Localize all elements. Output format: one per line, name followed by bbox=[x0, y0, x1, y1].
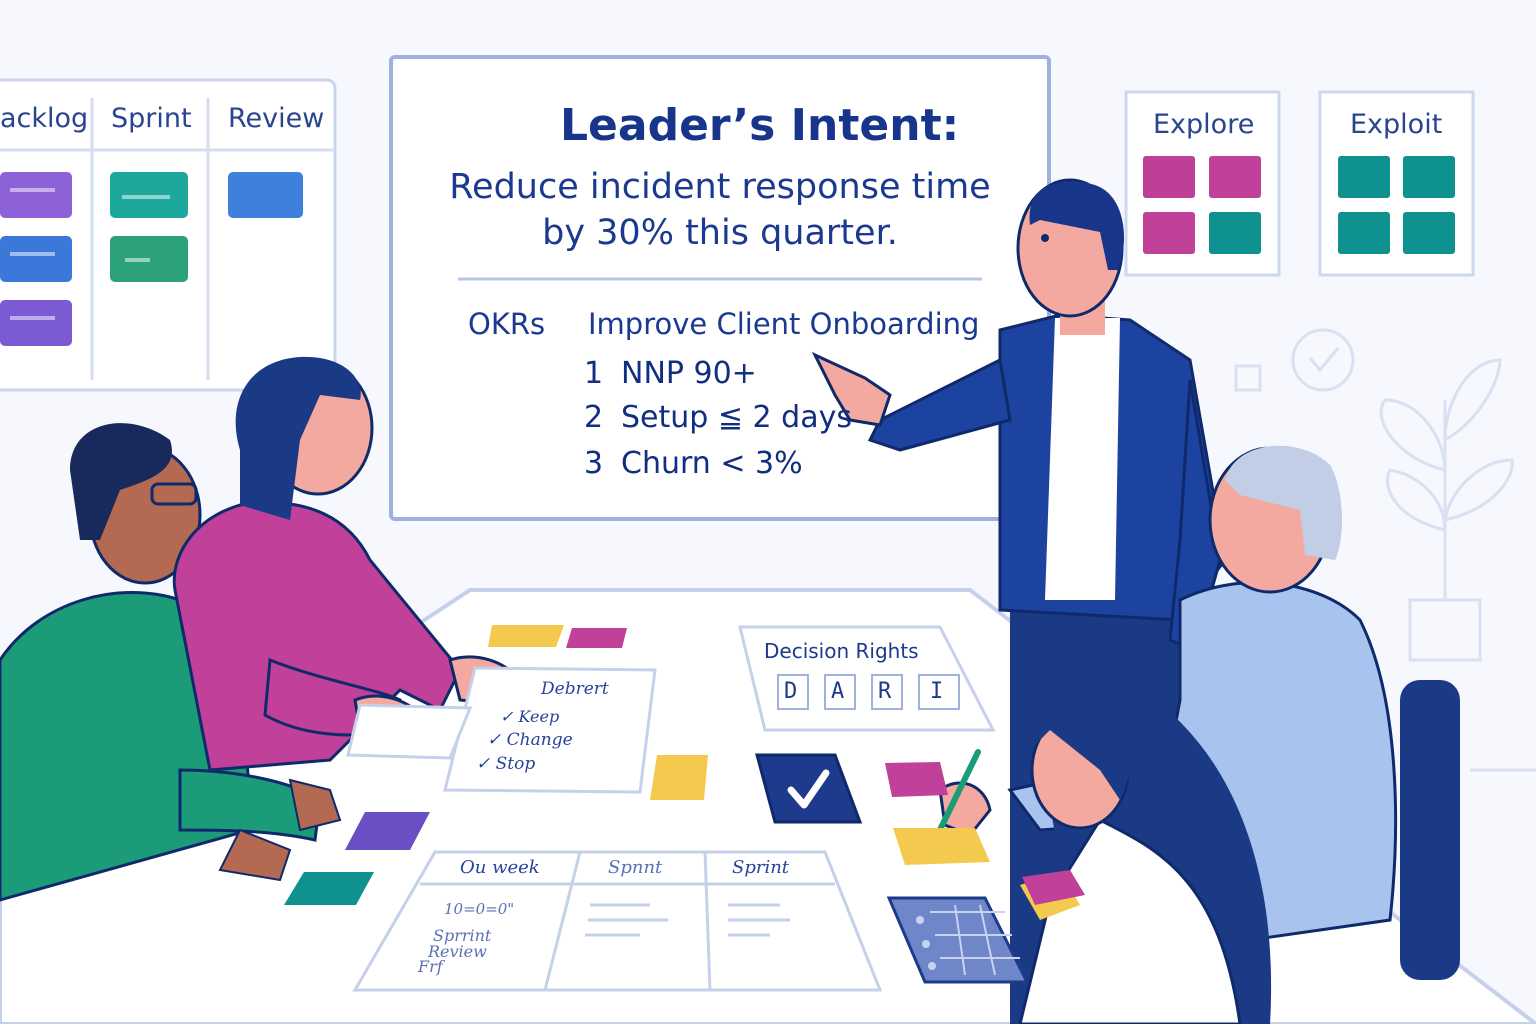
kanban-column-review: Review bbox=[228, 103, 325, 134]
check-icon: ✓ bbox=[500, 707, 519, 726]
sprint-sheet-note: Frf bbox=[418, 957, 443, 976]
debrief-item-change: ✓ Change bbox=[487, 730, 573, 750]
kanban-card bbox=[0, 236, 72, 282]
kanban-column-backlog: acklog bbox=[0, 103, 89, 134]
key-result-number: 2 bbox=[584, 400, 604, 435]
background-decor bbox=[1234, 328, 1536, 772]
decision-letter: I bbox=[930, 679, 944, 704]
exploit-board bbox=[1318, 90, 1475, 277]
decision-letter: A bbox=[831, 679, 845, 704]
checkbox-tile bbox=[755, 753, 863, 824]
key-result-number: 1 bbox=[584, 356, 604, 391]
sprint-sheet-header: Ou week bbox=[460, 857, 540, 878]
key-result-text: Setup ≦ 2 days bbox=[621, 400, 852, 435]
sprint-sheet-header: Sprint bbox=[732, 857, 790, 878]
debrief-item-keep: ✓ Keep bbox=[500, 707, 559, 726]
check-icon: ✓ bbox=[487, 730, 507, 750]
kanban-board bbox=[0, 78, 337, 392]
debrief-item-label: Keep bbox=[518, 707, 560, 726]
check-icon: ✓ bbox=[476, 754, 496, 774]
exploit-label: Exploit bbox=[1350, 109, 1443, 140]
seated-woman-writing bbox=[932, 668, 1272, 1024]
key-result-text: NNP 90+ bbox=[621, 356, 757, 391]
small-note-sheet bbox=[346, 703, 473, 760]
key-result-number: 3 bbox=[584, 446, 604, 481]
sticky-notes bbox=[284, 625, 1085, 920]
decision-letter: R bbox=[878, 679, 892, 704]
sprint-sheet-note: Review bbox=[428, 942, 487, 961]
debrief-item-label: Stop bbox=[495, 754, 536, 774]
explore-board bbox=[1124, 90, 1281, 277]
debrief-item-label: Change bbox=[506, 730, 573, 750]
sprint-sheet bbox=[352, 850, 883, 992]
okr-objective: Improve Client Onboarding bbox=[588, 307, 980, 341]
explore-label: Explore bbox=[1153, 109, 1255, 140]
sprint-sheet-header: Spnnt bbox=[608, 857, 663, 878]
decision-rights-sheet bbox=[738, 625, 996, 732]
kanban-column-sprint: Sprint bbox=[111, 103, 192, 134]
sprint-sheet-note: Sprrint bbox=[433, 926, 492, 945]
okrs-label: OKRs bbox=[468, 307, 546, 341]
kanban-card bbox=[228, 172, 303, 218]
debrief-title: Debrert bbox=[541, 679, 609, 699]
pen-icon bbox=[932, 749, 981, 843]
whiteboard-title: Leader’s Intent: bbox=[560, 100, 960, 151]
debrief-item-stop: ✓ Stop bbox=[476, 754, 535, 774]
key-result-text: Churn < 3% bbox=[621, 446, 803, 481]
tablet-device bbox=[886, 896, 1030, 984]
intent-line-1: Reduce incident response time bbox=[449, 167, 991, 207]
decision-letter: D bbox=[784, 679, 798, 704]
check-icon bbox=[787, 769, 830, 809]
kanban-card bbox=[0, 172, 72, 218]
intent-line-2: by 30% this quarter. bbox=[542, 213, 898, 253]
decision-rights-title: Decision Rights bbox=[764, 639, 919, 663]
sprint-sheet-note: 10=0=0" bbox=[444, 900, 515, 918]
kanban-card bbox=[0, 300, 72, 346]
